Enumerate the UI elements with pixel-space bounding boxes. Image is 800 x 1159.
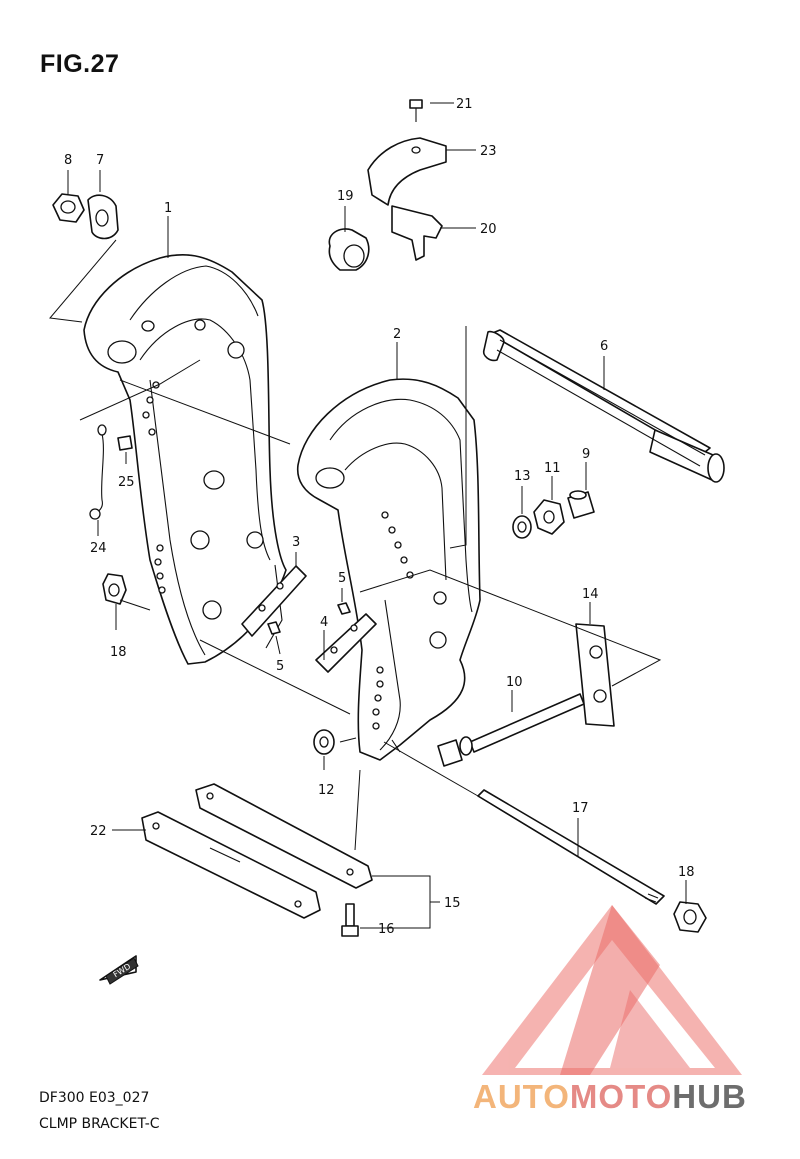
callout-2: 2 [393,327,401,342]
callout-8: 8 [64,153,72,168]
callout-18b: 18 [678,865,695,880]
callout-numbers: 8 7 1 21 23 19 20 2 6 25 24 13 11 9 3 5 … [64,97,695,937]
through-rod [477,789,665,905]
bolt-long [437,693,585,767]
callout-10: 10 [506,675,523,690]
watermark-text: AUTOMOTOHUB [473,1078,747,1116]
callout-4: 4 [320,615,328,630]
callout-20: 20 [480,222,497,237]
callout-21: 21 [456,97,473,112]
section-name: CLMP BRACKET-C [39,1116,160,1132]
callout-5a: 5 [338,571,346,586]
callout-5b: 5 [276,659,284,674]
clamp-bracket-starboard [296,378,481,761]
callout-25: 25 [118,475,135,490]
callout-17: 17 [572,801,589,816]
callout-6: 6 [600,339,608,354]
anode-plate [575,623,615,727]
hardware-parts [52,99,707,937]
watermark-logo [482,905,742,1075]
callout-22: 22 [90,824,107,839]
callout-16: 16 [378,922,395,937]
watermark-part3: HUB [672,1078,747,1115]
model-code: DF300 E03_027 [39,1090,150,1106]
callout-19: 19 [337,189,354,204]
callout-24: 24 [90,541,107,556]
clamp-bracket-port [83,254,287,665]
fwd-arrow-icon: FWD [99,955,139,985]
callout-9: 9 [582,447,590,462]
watermark-part2: MOTO [569,1078,673,1115]
callout-14: 14 [582,587,599,602]
callout-13: 13 [514,469,531,484]
callout-12: 12 [318,783,335,798]
callout-7: 7 [96,153,104,168]
tilt-shaft [482,329,725,483]
leader-lines [49,102,687,929]
adjust-holes-starboard [372,511,414,730]
callout-15: 15 [444,896,461,911]
callout-1: 1 [164,201,172,216]
callout-23: 23 [480,144,497,159]
callout-11: 11 [544,461,561,476]
callout-3: 3 [292,535,300,550]
clamp-pads [141,783,373,919]
figure-title: FIG.27 [40,50,120,78]
watermark-part1: AUTO [473,1078,570,1115]
callout-18a: 18 [110,645,127,660]
